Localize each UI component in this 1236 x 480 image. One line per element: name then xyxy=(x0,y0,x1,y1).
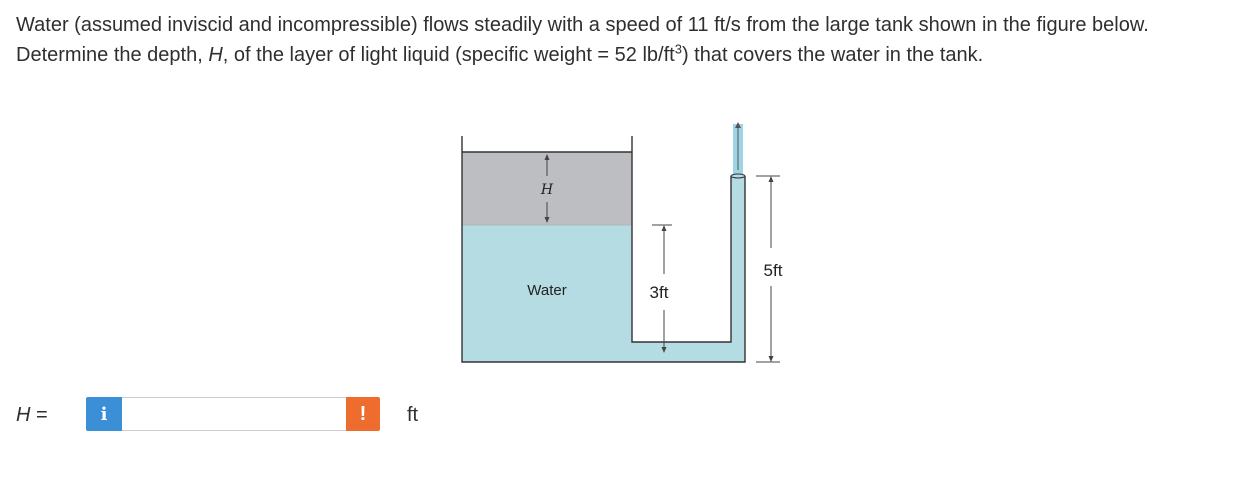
answer-label: H = xyxy=(16,404,48,427)
tank-diagram: H Water 3ft 5ft xyxy=(461,122,783,363)
problem-text: , of the layer of light liquid (specific… xyxy=(222,44,675,66)
label-h: H xyxy=(540,182,554,198)
unit-label: ft xyxy=(407,404,419,426)
dim-3ft-arrow-up xyxy=(661,225,667,231)
problem-text: Determine the depth, xyxy=(16,44,209,66)
tank-outline xyxy=(461,136,746,363)
answer-variable: H xyxy=(16,404,31,426)
riser-water xyxy=(731,176,745,346)
problem-line-1: Water (assumed inviscid and incompressib… xyxy=(16,14,1149,36)
variable-h: H xyxy=(208,44,223,66)
problem-text: ) that covers the water in the tank. xyxy=(681,44,984,66)
label-3ft: 3ft xyxy=(650,283,669,302)
dim-5ft-arrow-up xyxy=(768,176,774,182)
label-5ft: 5ft xyxy=(764,261,783,280)
label-water: Water xyxy=(527,282,566,299)
problem-statement: Water (assumed inviscid and incompressib… xyxy=(16,10,1216,70)
pipe-water xyxy=(632,342,745,362)
tank-figure: H Water 3ft 5ft xyxy=(440,110,800,380)
pipe-outline xyxy=(631,136,732,343)
dim-5ft-arrow-down xyxy=(768,356,774,362)
alert-icon[interactable]: ! xyxy=(346,397,380,431)
superscript: 3 xyxy=(674,41,682,57)
pipe-exit xyxy=(730,173,746,179)
jet-arrowhead xyxy=(735,122,741,128)
answer-equals: = xyxy=(30,404,48,426)
h-arrow-down xyxy=(544,217,550,223)
h-arrow-up xyxy=(544,154,550,160)
info-icon[interactable]: i xyxy=(86,397,122,431)
problem-line-2: Determine the depth, H, of the layer of … xyxy=(16,40,1216,70)
water-region xyxy=(462,225,632,362)
answer-row: H = i ! ft xyxy=(0,392,600,438)
dim-3ft-arrow-down xyxy=(661,347,667,353)
answer-input[interactable] xyxy=(122,397,356,431)
